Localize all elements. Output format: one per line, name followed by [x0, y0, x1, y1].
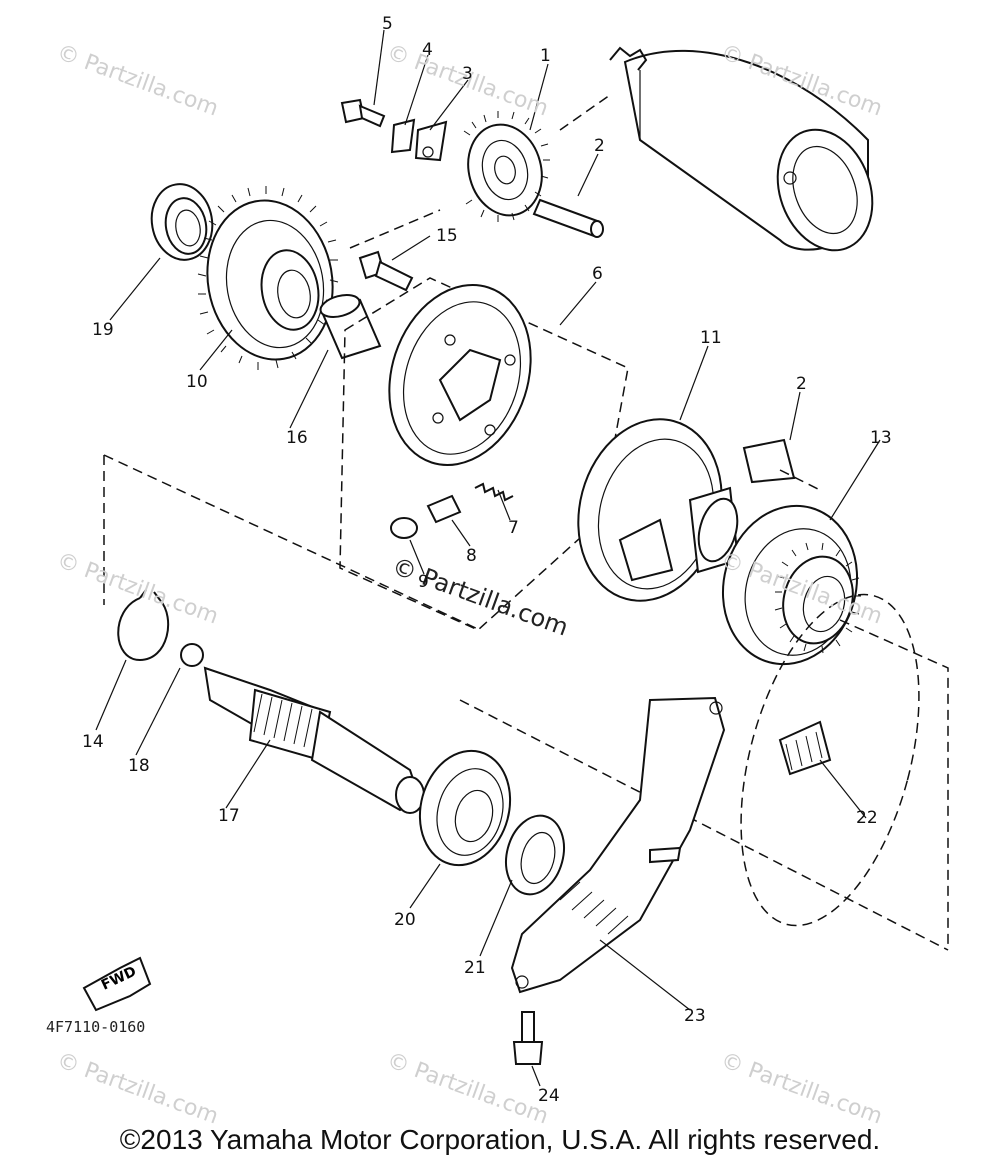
part-3-washer [414, 120, 448, 162]
leader-lines [95, 29, 881, 1087]
part-18-ball [180, 643, 204, 667]
part-15-bolt [358, 250, 414, 292]
assembly-guide-lines [103, 94, 949, 951]
callout-2: 2 [796, 374, 807, 394]
part-20-bearing [418, 749, 512, 867]
part-19-bearing [150, 183, 214, 261]
callout-21: 21 [464, 958, 486, 978]
callout-17: 17 [218, 806, 240, 826]
callout-20: 20 [394, 910, 416, 930]
callout-23: 23 [684, 1006, 706, 1026]
part-17-shaft [203, 666, 425, 814]
callout-2: 2 [594, 136, 605, 156]
fwd-arrow-icon: FWD [82, 956, 152, 1012]
part-11-clutch-hub [577, 418, 740, 602]
part-6-clutch-assembly [339, 277, 629, 631]
callout-19: 19 [92, 320, 114, 340]
callout-15: 15 [436, 226, 458, 246]
callout-14: 14 [82, 732, 104, 752]
part-10-large-gear [197, 186, 339, 370]
callout-5: 5 [382, 14, 393, 34]
part-12-cap [742, 438, 796, 484]
part-21-oil-seal [505, 814, 565, 896]
part-1-gear [463, 111, 550, 222]
part-16-bushing [319, 294, 382, 360]
callout-4: 4 [422, 40, 433, 60]
part-8-plunger [426, 494, 462, 524]
part-5-bolt [340, 98, 386, 128]
callout-10: 10 [186, 372, 208, 392]
callout-8: 8 [466, 546, 477, 566]
part-23-guide-plate [510, 696, 726, 994]
callout-9: 9 [418, 572, 429, 592]
callout-3: 3 [462, 64, 473, 84]
callout-6: 6 [592, 264, 603, 284]
callout-7: 7 [508, 518, 519, 538]
copyright-notice: ©2013 Yamaha Motor Corporation, U.S.A. A… [119, 1124, 881, 1155]
part-2-pin [532, 198, 604, 238]
callout-24: 24 [538, 1086, 560, 1106]
callout-18: 18 [128, 756, 150, 776]
callout-11: 11 [700, 328, 722, 348]
starter-motor [609, 46, 874, 252]
part-24-screw [512, 1011, 544, 1065]
callout-1: 1 [540, 46, 551, 66]
part-13-driven-gear [721, 504, 861, 666]
callout-22: 22 [856, 808, 878, 828]
part-22-cover [740, 593, 920, 927]
part-14-circlip [117, 589, 170, 662]
part-9-roller [390, 517, 418, 539]
callout-13: 13 [870, 428, 892, 448]
callout-16: 16 [286, 428, 308, 448]
figure-code: 4F7110-0160 [46, 1018, 146, 1036]
part-7-spring [474, 482, 514, 502]
part-4-lock-plate [390, 118, 416, 154]
